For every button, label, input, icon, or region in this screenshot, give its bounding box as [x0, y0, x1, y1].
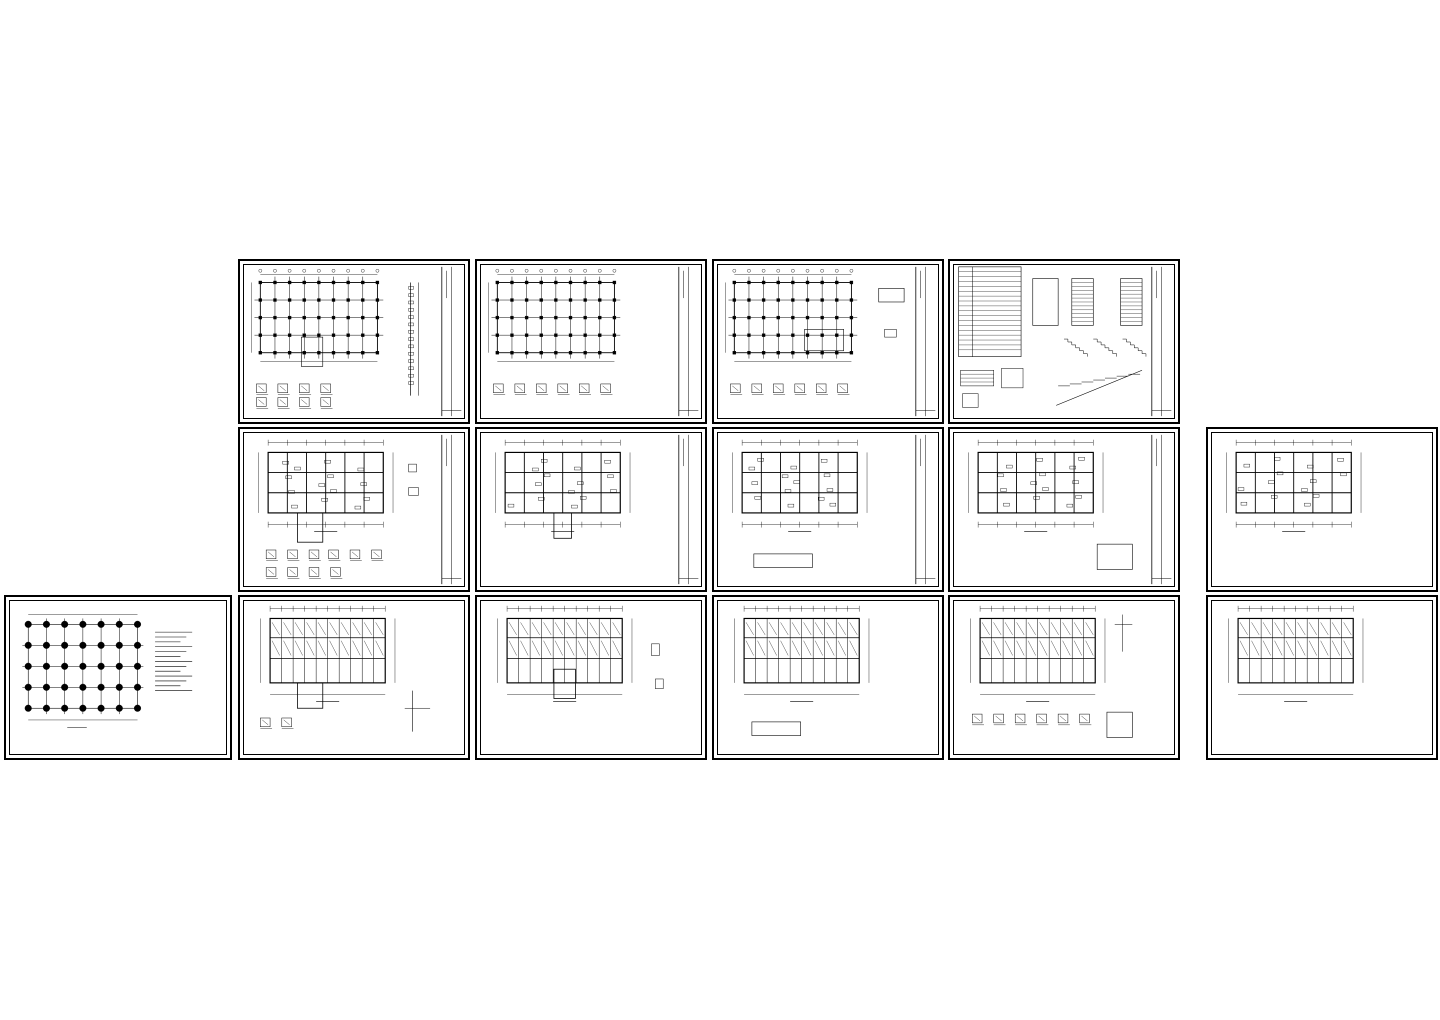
drawing-sheet-r2c1: [238, 427, 470, 592]
sheet-drawing: [968, 434, 1172, 585]
drawing-sheet-r1c3: [712, 259, 944, 424]
sheet-drawing: [497, 605, 664, 702]
drawing-sheet-r2c5: [1206, 427, 1438, 592]
drawing-sheet-r3c3: [712, 595, 944, 760]
drawing-sheet-r3c5: [1206, 595, 1438, 760]
sheet-drawing: [495, 434, 699, 585]
sheet-drawing: [958, 266, 1172, 417]
sheet-border: [953, 264, 1175, 419]
sheet-border: [953, 432, 1175, 587]
sheet-drawing: [732, 434, 936, 585]
drawing-sheet-r2c2: [475, 427, 707, 592]
sheet-border: [480, 600, 702, 755]
sheet-drawing: [251, 266, 462, 417]
drawing-sheet-r3c4: [948, 595, 1180, 760]
sheet-border: [717, 600, 939, 755]
sheet-border: [953, 600, 1175, 755]
sheet-drawing: [488, 266, 699, 417]
sheet-drawing: [22, 614, 193, 729]
sheet-border: [1211, 432, 1433, 587]
drawing-sheet-r1c4: [948, 259, 1180, 424]
sheet-border: [480, 264, 702, 419]
drawing-sheet-r1c2: [475, 259, 707, 424]
sheet-drawing: [258, 434, 462, 585]
drawing-sheet-r3c0: [4, 595, 232, 760]
sheet-drawing: [1228, 605, 1364, 702]
drawing-sheet-r1c1: [238, 259, 470, 424]
sheet-drawing: [1226, 439, 1362, 532]
sheet-border: [480, 432, 702, 587]
sheet-border: [717, 264, 939, 419]
sheet-border: [243, 264, 465, 419]
sheet-border: [243, 432, 465, 587]
sheet-border: [9, 600, 227, 755]
drawing-sheet-r2c3: [712, 427, 944, 592]
sheet-drawing: [970, 605, 1133, 738]
drawing-sheet-r3c1: [238, 595, 470, 760]
drawing-sheet-r3c2: [475, 595, 707, 760]
drawing-sheet-r2c4: [948, 427, 1180, 592]
sheet-border: [243, 600, 465, 755]
sheet-drawing: [260, 605, 431, 732]
sheet-border: [1211, 600, 1433, 755]
sheet-drawing: [734, 605, 870, 736]
sheet-border: [717, 432, 939, 587]
sheet-drawing: [725, 266, 936, 417]
